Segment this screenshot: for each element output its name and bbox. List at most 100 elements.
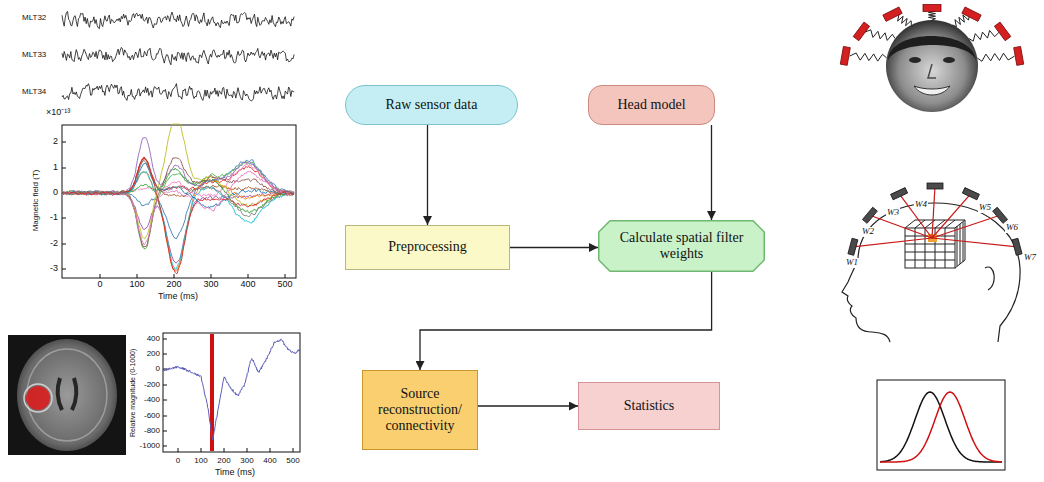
node-text: Source reconstruction/ connectivity	[369, 386, 471, 434]
tick-label: -800	[144, 427, 160, 436]
face-image	[886, 20, 978, 112]
weight-line	[899, 194, 932, 238]
sensor-curve	[63, 158, 294, 273]
tick-label: 200	[166, 280, 181, 290]
weight-line	[932, 215, 1000, 238]
node-text: Preprocessing	[388, 239, 467, 255]
weight-line	[870, 215, 932, 238]
sensor	[994, 22, 1010, 41]
hair	[888, 36, 976, 60]
tick-label: -2	[50, 239, 58, 249]
sensor	[883, 7, 902, 21]
axis-title: Time (ms)	[215, 468, 255, 478]
spring	[969, 31, 999, 42]
sensor-curve	[63, 161, 294, 217]
eye	[909, 57, 921, 63]
tick-label: -200	[144, 381, 160, 390]
plot-frame	[163, 333, 300, 452]
weight-label: W5	[978, 203, 992, 213]
channel-name: MLT33	[22, 51, 46, 60]
sensor-trace	[62, 84, 294, 101]
tick-label: 400	[263, 457, 276, 466]
eye	[943, 57, 955, 63]
sensor	[962, 188, 979, 200]
sensor	[962, 7, 981, 21]
tick-label: 200	[147, 350, 160, 359]
process-octagon: Calculate spatial filter weights	[598, 220, 765, 272]
source-blob	[24, 384, 52, 412]
distribution-curve	[880, 392, 1002, 462]
tick-label: 400	[240, 280, 255, 290]
node-text: Calculate spatial filter weights	[612, 230, 751, 262]
tick-label: -1000	[140, 442, 160, 451]
tick-label: 1	[53, 163, 58, 173]
tick-label: -400	[144, 396, 160, 405]
tick-label: 0	[97, 280, 102, 290]
process-box: Statistics	[578, 382, 720, 430]
source-curve	[163, 339, 300, 440]
tick-label: 2	[53, 137, 58, 147]
weight-line	[853, 238, 932, 247]
weight-label: W3	[886, 208, 900, 218]
sensor	[840, 46, 850, 65]
axis-title: Relative magnitude (0-1000)	[129, 349, 137, 437]
nose	[928, 64, 936, 78]
sensor	[848, 238, 858, 255]
tick-label: 400	[147, 335, 160, 344]
ventricles	[58, 378, 76, 410]
source-grid	[905, 220, 965, 268]
weight-label: W4	[914, 200, 928, 210]
weight-label: W7	[1023, 253, 1037, 263]
sensor-curve	[63, 162, 294, 250]
weight-label: W2	[861, 227, 875, 237]
distribution-curve	[880, 392, 1002, 462]
tick-label: 500	[277, 280, 292, 290]
spring	[850, 53, 887, 61]
flow-arrow	[420, 272, 712, 370]
sensor	[923, 5, 941, 12]
node-text: Head model	[617, 97, 685, 113]
axis-title: Magnetic field (T)	[32, 169, 41, 231]
terminal-box: Raw sensor data	[345, 85, 518, 125]
octagon-outline	[599, 221, 765, 272]
tick-label: -1	[50, 213, 58, 223]
flow-arrow	[427, 125, 428, 225]
sensor-curve	[63, 160, 294, 239]
spring	[865, 30, 895, 41]
sensor-trace	[62, 11, 294, 28]
flow-arrow	[510, 247, 598, 248]
tick-label: 0	[156, 365, 160, 374]
node-text: Statistics	[624, 398, 675, 414]
tick-label: -3	[50, 264, 58, 274]
channel-name: MLT34	[22, 88, 46, 97]
sensor	[891, 188, 908, 200]
spring	[953, 15, 970, 27]
sensor	[1012, 238, 1022, 255]
weight-line	[932, 186, 935, 238]
tick-label: 0	[176, 457, 180, 466]
sensor-trace	[62, 47, 294, 64]
plot-frame	[62, 125, 296, 278]
axis-ticks	[163, 339, 293, 452]
tick-label: 100	[129, 280, 144, 290]
brain-slice	[27, 349, 107, 441]
mouth	[914, 86, 950, 95]
sensor	[1014, 46, 1024, 65]
plot-frame	[877, 380, 1005, 470]
sensor-array	[848, 183, 1022, 255]
tick-label: -600	[144, 412, 160, 421]
sensor	[862, 207, 877, 223]
process-box: Preprocessing	[345, 225, 510, 270]
weight-label: W1	[845, 258, 859, 268]
tick-label: 500	[286, 457, 299, 466]
flow-arrow	[478, 405, 578, 406]
spring	[977, 53, 1014, 61]
weight-line	[932, 238, 1017, 247]
tick-label: 0	[53, 188, 58, 198]
sensor-curve	[63, 124, 294, 238]
weight-label: W6	[1005, 223, 1019, 233]
tick-label: 300	[203, 280, 218, 290]
sensor	[853, 22, 869, 41]
